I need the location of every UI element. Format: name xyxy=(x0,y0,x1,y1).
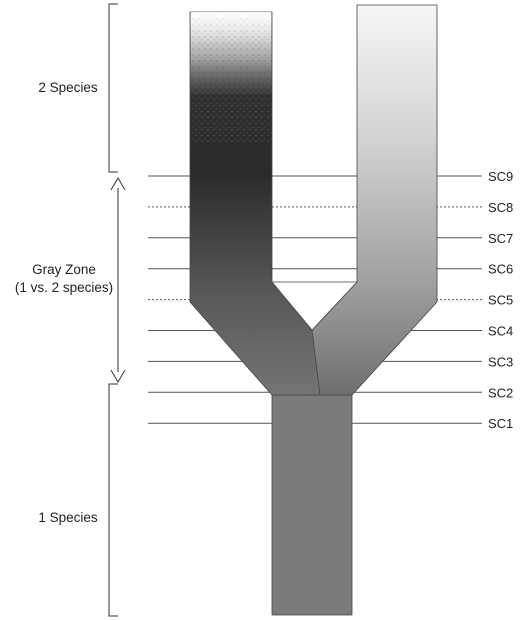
criterion-label-sc1: SC1 xyxy=(488,416,513,431)
criterion-label-sc8: SC8 xyxy=(488,200,513,215)
branch-notch xyxy=(271,281,358,331)
criterion-label-sc4: SC4 xyxy=(488,324,513,339)
y-shape xyxy=(189,4,438,616)
one-species-brace xyxy=(108,383,118,617)
criterion-label-sc6: SC6 xyxy=(488,262,513,277)
criterion-label-sc7: SC7 xyxy=(488,231,513,246)
gray-zone-arrow-bottom xyxy=(110,369,126,383)
one-species-label: 1 Species xyxy=(38,510,98,525)
one-species-trunk xyxy=(271,394,353,616)
zone-markers xyxy=(108,3,126,617)
criterion-label-sc9: SC9 xyxy=(488,169,513,184)
criterion-label-sc2: SC2 xyxy=(488,385,513,400)
criterion-label-sc3: SC3 xyxy=(488,354,513,369)
two-species-label: 2 Species xyxy=(38,80,98,95)
criterion-label-sc5: SC5 xyxy=(488,293,513,308)
two-species-brace xyxy=(108,3,118,173)
gray-zone-arrow-top xyxy=(110,177,126,191)
right-branch xyxy=(299,4,438,396)
gray-zone-sublabel: (1 vs. 2 species) xyxy=(15,280,113,295)
gray-zone-label: Gray Zone xyxy=(32,262,96,277)
